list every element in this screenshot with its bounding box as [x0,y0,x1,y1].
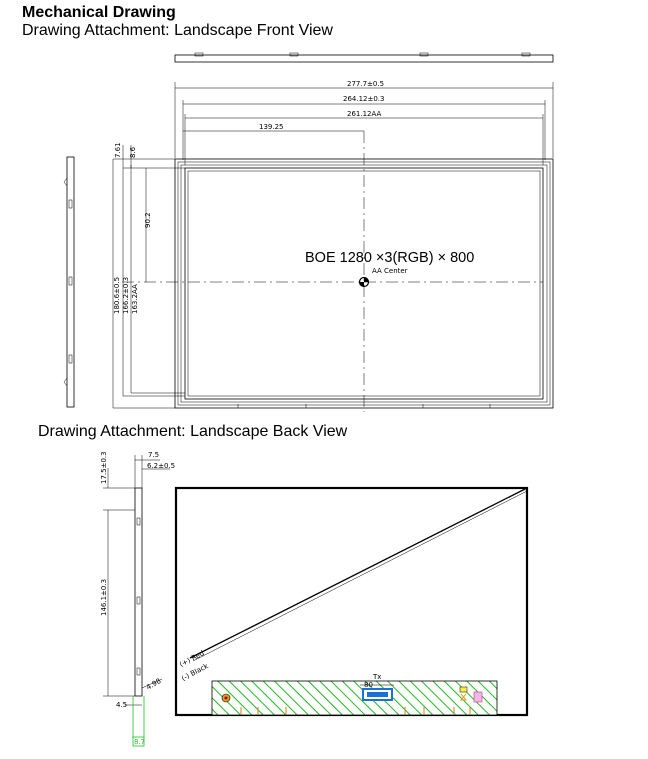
dim-back-top-height: 17.5±0.3 [100,451,108,484]
green-highlight-tab [132,696,145,747]
aa-center-crosshair [122,131,543,412]
aa-center-label: AA Center [372,267,408,275]
dim-height-outer: 180.6±0.5 [113,277,121,314]
pcb-hatched-area [211,680,498,716]
dim-back-side-t2: 6.2±0.5 [147,462,175,470]
dim-top-offset-1: 7.61 [114,142,122,158]
dim-back-height: 146.1±0.3 [100,579,108,616]
dim-height-aa: 163.2AA [131,284,139,314]
dim-back-bottom-2: 4.98 [145,677,163,692]
front-height-dimensions [112,145,185,409]
dim-half-width: 139.25 [259,123,284,131]
front-left-side-strip [63,156,75,408]
front-top-side-strip [174,52,554,63]
dim-width-outer: 277.7±0.5 [347,80,384,88]
connector-label: Tx [372,673,381,681]
page-title: Mechanical Drawing [22,4,176,21]
dim-width-aa: 261.12AA [347,110,381,118]
dim-width-bezel: 264.12±0.3 [343,95,385,103]
back-side-profile [103,455,170,706]
fpc-connector [360,684,394,701]
dim-height-bezel: 166.2±0.3 [122,277,130,314]
dim-back-side-t1: 7.5 [148,451,159,459]
connector-num: 80 [364,681,373,689]
dim-top-offset-2: 8.6 [129,146,137,158]
front-view-caption: Drawing Attachment: Landscape Front View [22,22,333,39]
back-view-caption: Drawing Attachment: Landscape Back View [38,423,348,440]
dim-back-bottom-3: 8.7 [134,738,145,746]
dim-half-height: 90.2 [144,212,152,228]
front-width-dimensions [174,82,554,165]
dim-back-bottom-1: 4.5 [116,701,127,709]
pcb-components-right [459,686,483,703]
panel-label: BOE 1280 ×3(RGB) × 800 [305,250,474,266]
